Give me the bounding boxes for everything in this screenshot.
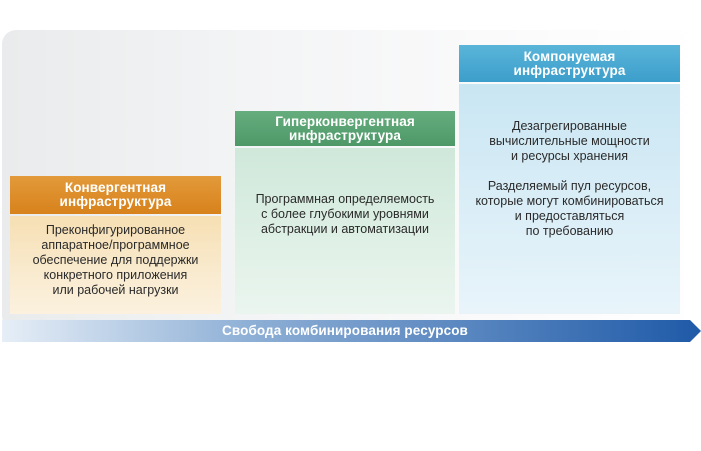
tier-composable-title-line-2: инфраструктура <box>513 62 626 78</box>
tier-converged-description: Преконфигурированное аппаратное/программ… <box>10 216 221 314</box>
tier-converged-desc-line-5: или рабочей нагрузки <box>52 283 179 297</box>
resource-freedom-arrow: Свобода комбинирования ресурсов <box>2 320 701 342</box>
tier-composable-desc-line-2: вычислительные мощности <box>489 134 650 148</box>
tier-converged-desc-line-2: аппаратное/программное <box>41 238 190 252</box>
tier-composable-desc-line-3: и ресурсы хранения <box>510 149 629 163</box>
tier-composable-desc-line-5: которые могут комбинироваться <box>475 194 664 208</box>
tier-hyperconverged-desc-line-1: Программная определяемость <box>255 192 435 206</box>
tier-composable-title: Компонуемая инфраструктура <box>459 45 680 82</box>
tier-converged-desc-line-3: обеспечение для поддержки <box>32 253 199 267</box>
tier-composable: Компонуемая инфраструктура Дезагрегирова… <box>459 45 680 314</box>
tier-converged-desc-line-4: конкретного приложения <box>43 268 188 282</box>
tier-hyperconverged-desc-line-3: абстракции и автоматизации <box>260 222 429 236</box>
tier-composable-desc-line-7: по требованию <box>525 224 614 238</box>
tier-converged-title-line-1: Конвергентная <box>64 180 167 195</box>
arrow-label: Свобода комбинирования ресурсов <box>222 323 468 338</box>
tier-converged-desc-line-1: Преконфигурированное <box>45 223 186 237</box>
tier-hyperconverged-title-line-2: инфраструктура <box>289 127 401 143</box>
tier-composable-title-line-1: Компонуемая <box>523 48 616 64</box>
tier-composable-desc-line-4: Разделяемый пул ресурсов, <box>487 179 652 193</box>
arrow-shape <box>2 320 701 342</box>
tier-converged: Конвергентная инфраструктура Преконфигур… <box>10 176 221 314</box>
tier-composable-description: Дезагрегированные вычислительные мощност… <box>459 84 680 314</box>
tier-composable-desc-line-6: и предоставляться <box>514 209 625 223</box>
tier-hyperconverged-description: Программная определяемость с более глубо… <box>235 148 455 314</box>
tier-converged-title: Конвергентная инфраструктура <box>10 176 221 214</box>
tier-converged-title-line-2: инфраструктура <box>59 194 172 209</box>
tier-hyperconverged: Гиперконвергентная инфраструктура Програ… <box>235 111 455 314</box>
tier-hyperconverged-title-line-1: Гиперконвергентная <box>275 113 415 129</box>
tier-hyperconverged-title: Гиперконвергентная инфраструктура <box>235 111 455 146</box>
tier-composable-desc-line-1: Дезагрегированные <box>512 119 627 133</box>
tier-hyperconverged-desc-line-2: с более глубокими уровнями <box>261 207 429 221</box>
